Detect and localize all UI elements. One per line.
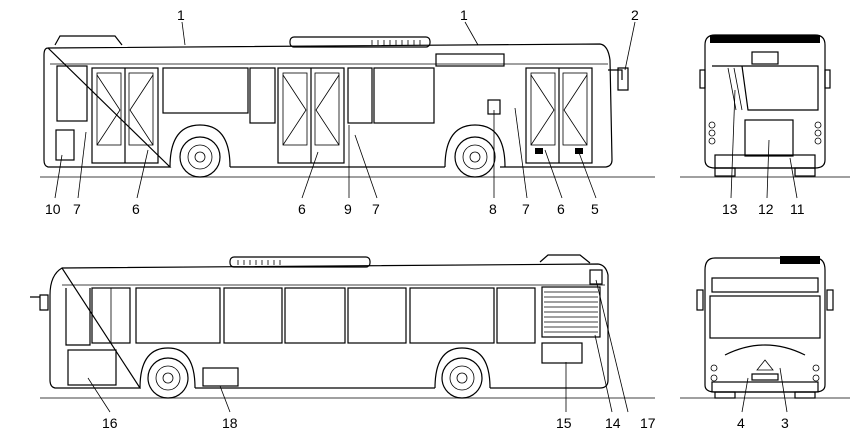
front-route-display <box>711 277 819 293</box>
rear-side-window <box>56 65 88 122</box>
door-front <box>525 67 593 164</box>
windshield <box>65 288 91 346</box>
rear-route-display <box>751 51 779 65</box>
roof-grille <box>237 260 281 265</box>
wheel-front <box>139 347 196 399</box>
front-mirror-right <box>826 289 834 311</box>
rear-hatch <box>55 129 75 161</box>
front-panel <box>67 349 117 386</box>
rear-window-stripes <box>727 67 743 111</box>
callout-label: 7 <box>522 201 530 217</box>
side-window-f <box>496 287 536 344</box>
callout-label: 1 <box>460 7 468 23</box>
callout-label: 18 <box>222 415 238 431</box>
rear-body <box>704 34 826 169</box>
callout-label: 6 <box>132 201 140 217</box>
side-window-4 <box>373 67 435 124</box>
callout-label: 3 <box>781 415 789 431</box>
callout-label: 2 <box>631 7 639 23</box>
front-grille-line <box>724 344 806 356</box>
roof-unit-front <box>54 35 123 46</box>
wheel-front <box>444 124 506 178</box>
callout-label: 13 <box>722 201 738 217</box>
callouts-rear: 13 12 11 <box>722 201 805 217</box>
rear-roof-unit <box>710 35 820 43</box>
rear-mirror-right <box>824 69 831 89</box>
roof-ac-unit <box>289 36 431 48</box>
leader-lines-front <box>741 367 788 413</box>
route-display <box>435 53 505 67</box>
fuel-cap <box>589 269 603 285</box>
callout-label: 6 <box>557 201 565 217</box>
callouts-bottom: 16 18 15 14 17 <box>102 415 656 431</box>
rear-window <box>712 65 819 111</box>
bus-side-view-left <box>30 254 655 413</box>
body-outline <box>43 43 613 168</box>
front-bumper <box>711 381 819 393</box>
front-wheel-left <box>714 391 736 399</box>
callout-label: 16 <box>102 415 118 431</box>
callout-label: 12 <box>758 201 774 217</box>
callout-label: 10 <box>45 201 61 217</box>
callout-label: 14 <box>605 415 621 431</box>
callout-label: 8 <box>489 201 497 217</box>
license-plate <box>751 373 779 381</box>
wheel-rear <box>169 124 231 178</box>
bus-side-view-right <box>40 21 655 199</box>
rear-bumper <box>714 154 816 169</box>
rear-mirror-left <box>699 69 706 89</box>
callout-label: 17 <box>640 415 656 431</box>
callout-label: 1 <box>177 7 185 23</box>
side-window-c <box>284 287 346 344</box>
front-body <box>704 257 826 393</box>
rear-lights <box>708 121 822 145</box>
callout-label: 7 <box>73 201 81 217</box>
body-outline <box>49 263 609 389</box>
callout-label: 11 <box>790 201 805 217</box>
side-window-3 <box>347 67 373 124</box>
leader-lines-rear <box>730 89 798 199</box>
rear-engine-hatch <box>744 119 794 157</box>
battery-hatch <box>202 367 239 387</box>
side-window-a <box>135 287 221 344</box>
bus-rear-view <box>680 34 850 199</box>
roof-unit-rear <box>539 254 591 264</box>
side-window-1 <box>162 67 249 114</box>
rear-wheel-right <box>794 167 816 177</box>
rear-wheel-left <box>714 167 736 177</box>
front-mirror-left <box>696 289 704 311</box>
wheel-rear <box>434 347 491 399</box>
callout-label: 4 <box>737 415 745 431</box>
callout-label: 6 <box>298 201 306 217</box>
callout-label: 7 <box>372 201 380 217</box>
callouts-top: 1 1 2 10 7 6 6 9 7 8 7 6 5 <box>45 7 639 217</box>
callouts-front: 4 3 <box>737 415 789 431</box>
side-window-b <box>223 287 283 344</box>
side-window-e <box>409 287 495 344</box>
bus-front-view <box>680 256 850 413</box>
front-wheel-right <box>794 391 816 399</box>
leader-lines-top <box>54 21 636 199</box>
side-mirror <box>608 67 629 91</box>
roof-grille <box>371 40 421 45</box>
door-middle <box>277 67 345 164</box>
service-hatch <box>541 342 583 364</box>
callout-label: 5 <box>591 201 599 217</box>
leader-lines-bottom <box>87 279 629 413</box>
side-window-2 <box>249 67 276 124</box>
side-mirror <box>30 294 49 311</box>
engine-grille <box>541 286 601 338</box>
front-roof-unit <box>780 256 820 264</box>
side-window-d <box>347 287 407 344</box>
callout-label: 15 <box>556 415 572 431</box>
roof-ac-unit <box>229 256 371 268</box>
front-windshield <box>709 295 821 339</box>
logo-icon <box>756 359 774 371</box>
headlights <box>710 364 820 382</box>
door-rear <box>91 67 159 164</box>
callout-label: 9 <box>344 201 352 217</box>
